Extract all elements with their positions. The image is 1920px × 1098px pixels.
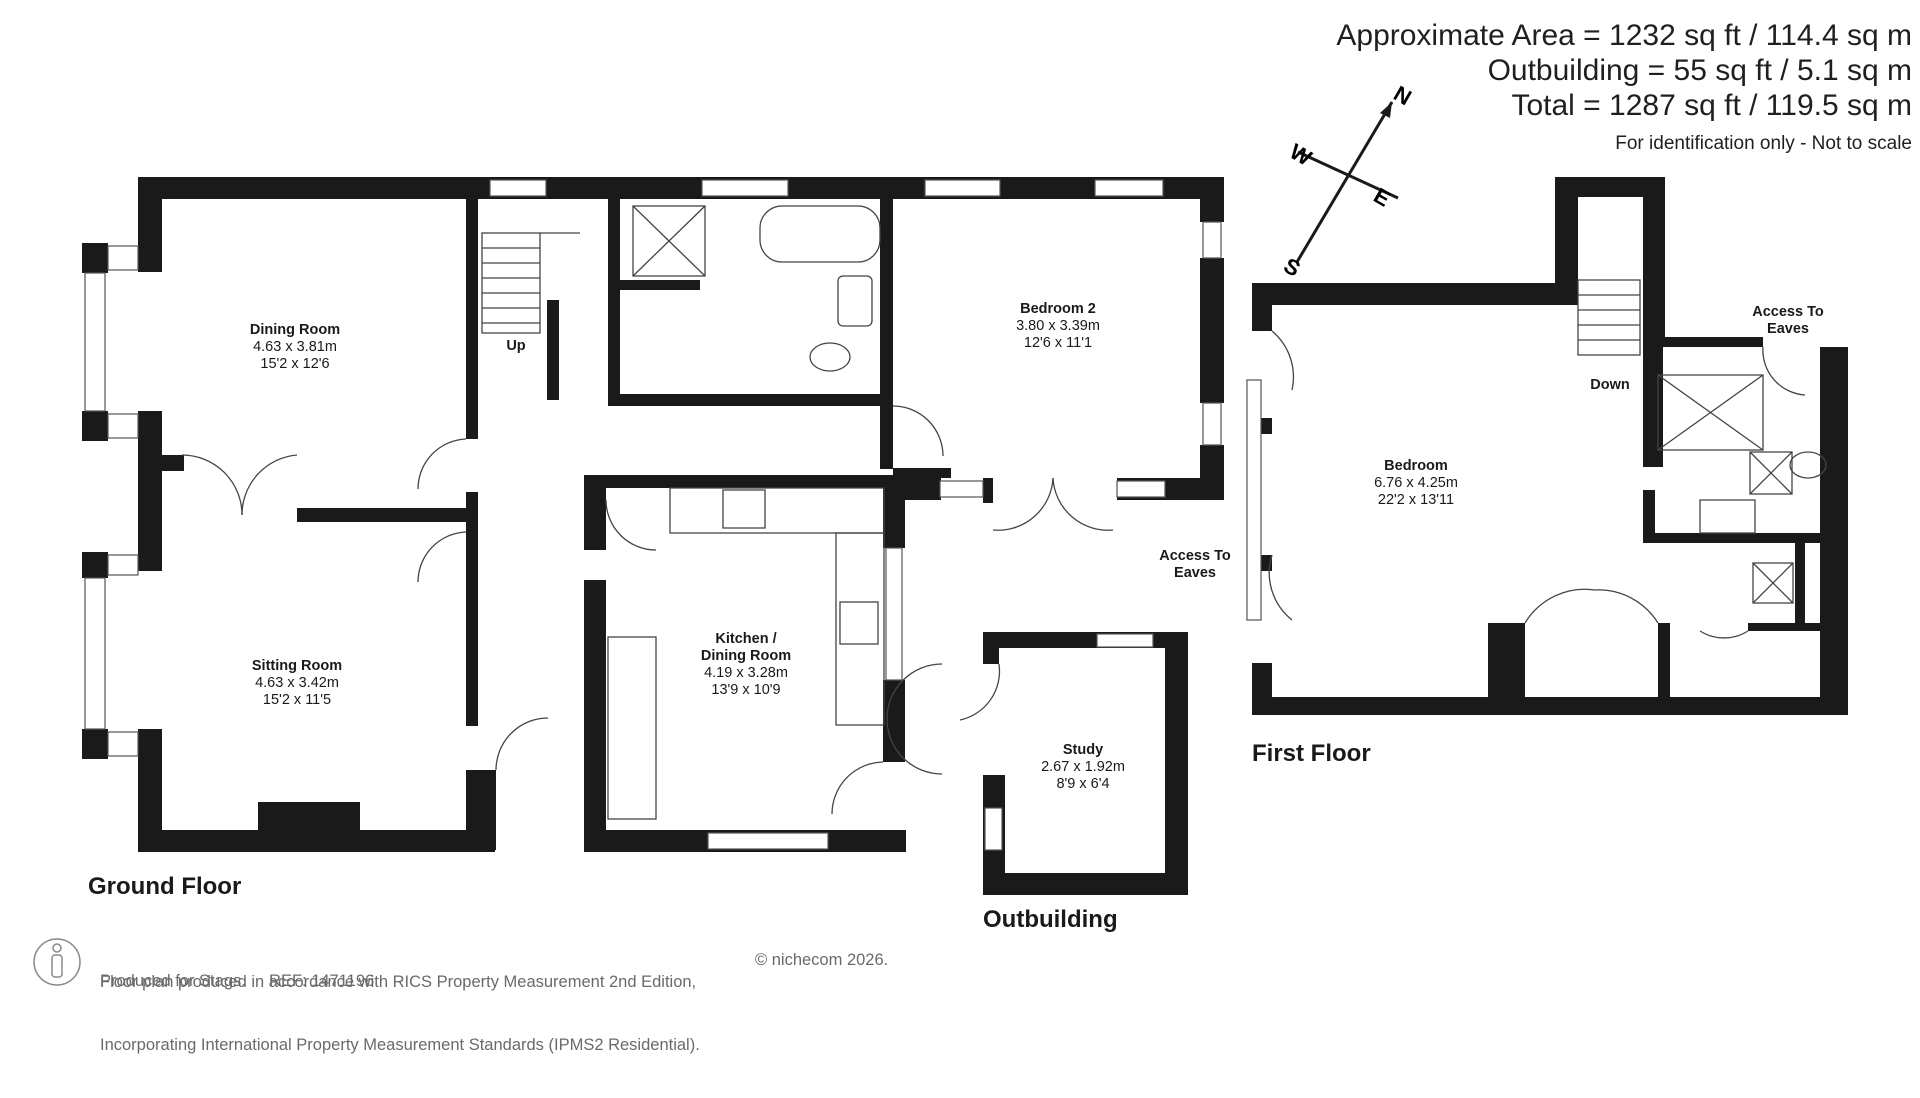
footer-reference: Produced for Stags. REF: 1471196 (100, 972, 374, 991)
total-area-text: Total = 1287 sq ft / 119.5 sq m (1511, 89, 1912, 122)
access-eaves-left-line1: Access To (1159, 548, 1231, 564)
scale-note: For identification only - Not to scale (1615, 133, 1912, 154)
outbuilding-label: Outbuilding (983, 906, 1118, 933)
first-floor-label: First Floor (1252, 740, 1371, 767)
floor-plan-drawing: N W E S (82, 81, 1848, 895)
room-bedroom-imperial: 22'2 x 13'11 (1377, 492, 1455, 508)
ground-floor-label: Ground Floor (88, 873, 242, 900)
footer-line-1: Floor plan produced in accordance with R… (100, 973, 697, 991)
room-bedroom2-imperial: 12'6 x 11'1 (1023, 335, 1093, 351)
footer-produced: Produced for Stags. (100, 972, 246, 990)
room-dining: Dining Room 4.63 x 3.81m 15'2 x 12'6 (250, 322, 340, 373)
first-floor-plan (1246, 177, 1848, 715)
stairs-down-label: Down (1590, 377, 1630, 393)
room-bedroom-name: Bedroom (1384, 458, 1448, 474)
room-sitting-name: Sitting Room (251, 658, 343, 674)
room-bedroom: Bedroom 6.76 x 4.25m 22'2 x 13'11 (1374, 458, 1458, 509)
access-eaves-top-line1: Access To (1752, 304, 1824, 320)
ground-floor-plan (82, 177, 1224, 895)
room-dining-name: Dining Room (249, 322, 341, 338)
room-bedroom-metric: 6.76 x 4.25m (1374, 475, 1458, 491)
room-kitchen-name-2: Dining Room (700, 648, 792, 664)
footer-line-2: Incorporating International Property Mea… (100, 1036, 700, 1054)
room-study-imperial: 8'9 x 6'4 (1056, 776, 1110, 792)
compass-n-label: N (1390, 81, 1416, 111)
footer-text: Floor plan produced in accordance with R… (100, 930, 700, 1098)
footer-copyright: © nichecom 2026. (755, 951, 889, 969)
room-kitchen-metric: 4.19 x 3.28m (704, 665, 788, 681)
room-bedroom2-name: Bedroom 2 (1020, 301, 1096, 317)
room-dining-imperial: 15'2 x 12'6 (260, 356, 330, 372)
room-dining-metric: 4.63 x 3.81m (253, 339, 337, 355)
access-eaves-top-line2: Eaves (1767, 321, 1809, 337)
room-study: Study 2.67 x 1.92m 8'9 x 6'4 (1041, 742, 1125, 793)
floor-plan-sheet: Approximate Area = 1232 sq ft / 114.4 sq… (33, 19, 1912, 1054)
room-bedroom2-metric: 3.80 x 3.39m (1016, 318, 1100, 334)
room-kitchen: Kitchen / Dining Room 4.19 x 3.28m 13'9 … (701, 631, 791, 699)
room-sitting-metric: 4.63 x 3.42m (255, 675, 339, 691)
access-eaves-top: Access To Eaves (1752, 304, 1823, 338)
access-eaves-left: Access To Eaves (1159, 548, 1230, 582)
room-study-name: Study (1062, 742, 1104, 758)
approximate-area-text: Approximate Area = 1232 sq ft / 114.4 sq… (1336, 19, 1912, 52)
compass-s-label: S (1280, 253, 1305, 282)
outbuilding-area-text: Outbuilding = 55 sq ft / 5.1 sq m (1487, 54, 1912, 87)
info-person-icon (33, 938, 81, 986)
compass-rose: N W E S (1280, 81, 1416, 282)
stairs-up-label: Up (506, 338, 526, 354)
footer-ref-number: REF: 1471196 (269, 972, 375, 990)
compass-w-label: W (1286, 139, 1317, 171)
room-sitting: Sitting Room 4.63 x 3.42m 15'2 x 11'5 (252, 658, 342, 709)
room-kitchen-imperial: 13'9 x 10'9 (711, 682, 781, 698)
room-sitting-imperial: 15'2 x 11'5 (262, 692, 332, 708)
room-kitchen-name-1: Kitchen / (715, 631, 777, 647)
room-bedroom2: Bedroom 2 3.80 x 3.39m 12'6 x 11'1 (1016, 301, 1100, 352)
room-study-metric: 2.67 x 1.92m (1041, 759, 1125, 775)
access-eaves-left-line2: Eaves (1174, 565, 1216, 581)
